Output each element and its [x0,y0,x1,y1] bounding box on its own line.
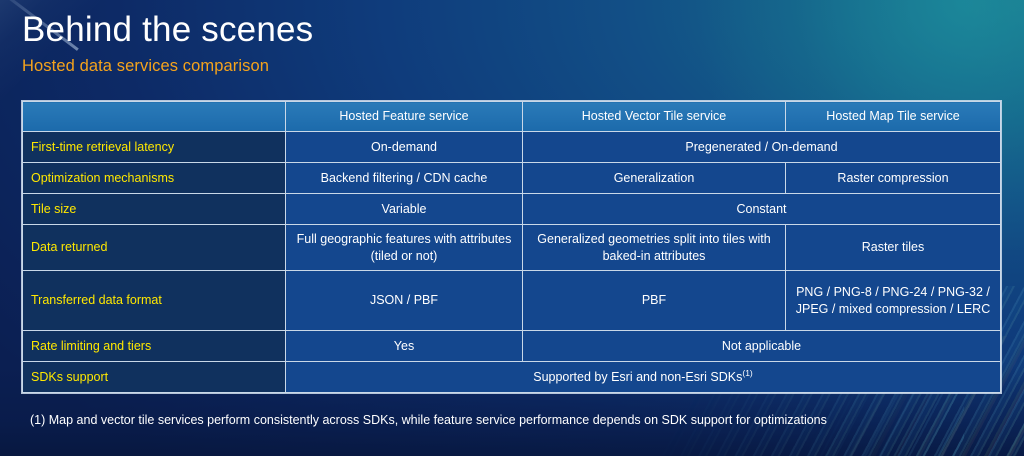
background-top-left-wedge [0,0,120,100]
row-label: Transferred data format [22,270,286,331]
background-diagonal-streaks-highlight [764,386,964,456]
hosted-services-comparison-table: Hosted Feature service Hosted Vector Til… [22,101,1001,393]
table-cell: Yes [285,330,523,362]
row-label: First-time retrieval latency [22,131,286,163]
table-cell: JSON / PBF [285,270,523,331]
table-cell: Generalization [522,162,786,194]
table-cell: Not applicable [522,330,1001,362]
column-header-blank [22,101,286,132]
slide-header: Behind the scenes Hosted data services c… [22,10,313,76]
table-header: Hosted Feature service Hosted Vector Til… [22,101,1001,132]
cell-text: Supported by Esri and non-Esri SDKs [533,370,743,385]
table-header-row: Hosted Feature service Hosted Vector Til… [22,101,1001,132]
table-cell: Variable [285,193,523,225]
row-label: Optimization mechanisms [22,162,286,194]
table-cell: Full geographic features with attributes… [285,224,523,271]
table-cell: Backend filtering / CDN cache [285,162,523,194]
table-cell: PBF [522,270,786,331]
table-cell: On-demand [285,131,523,163]
row-label: Tile size [22,193,286,225]
row-label: Rate limiting and tiers [22,330,286,362]
footnote: (1) Map and vector tile services perform… [30,413,827,427]
table-cell: PNG / PNG-8 / PNG-24 / PNG-32 / JPEG / m… [785,270,1001,331]
table-cell: Supported by Esri and non-Esri SDKs(1) [285,361,1001,393]
footnote-marker: (1) [742,368,753,379]
column-header-hosted-feature-service: Hosted Feature service [285,101,523,132]
column-header-hosted-vector-tile-service: Hosted Vector Tile service [522,101,786,132]
table-cell: Pregenerated / On-demand [522,131,1001,163]
row-label: SDKs support [22,361,286,393]
table-cell: Raster compression [785,162,1001,194]
table-cell: Generalized geometries split into tiles … [522,224,786,271]
row-label: Data returned [22,224,286,271]
table-cell: Raster tiles [785,224,1001,271]
column-header-hosted-map-tile-service: Hosted Map Tile service [785,101,1001,132]
page-title: Behind the scenes [22,10,314,49]
page-subtitle: Hosted data services comparison [22,57,270,76]
table-cell: Constant [522,193,1001,225]
